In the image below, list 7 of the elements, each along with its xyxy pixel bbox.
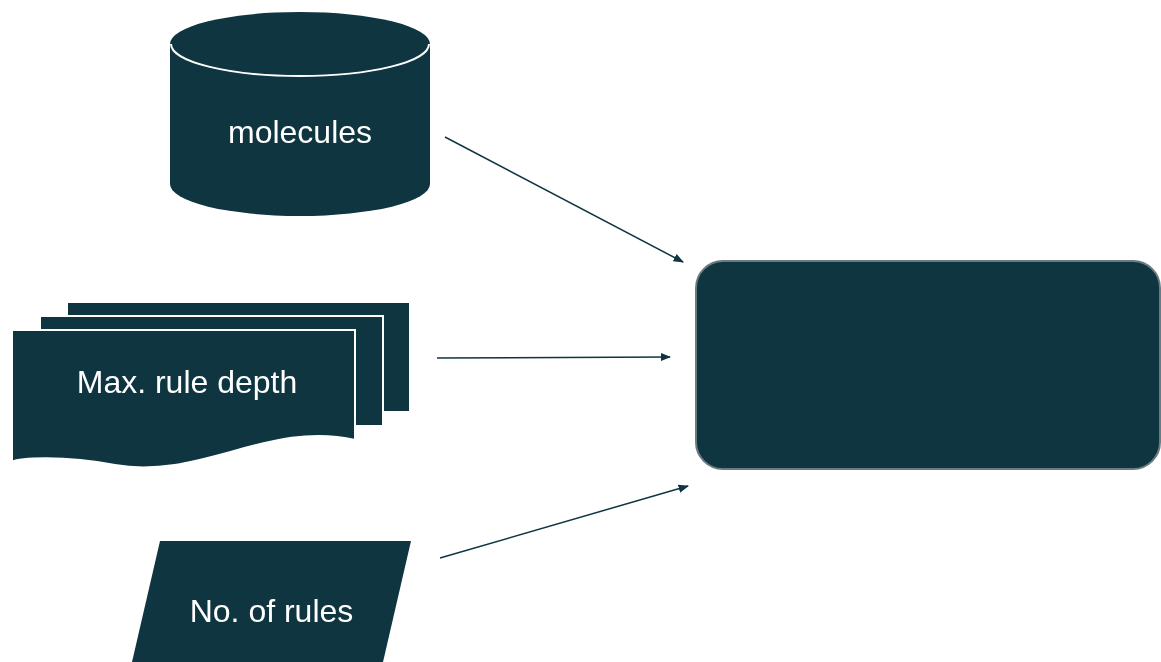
node-label: Max. rule depth (76, 364, 298, 400)
node-label: molecules (227, 114, 373, 150)
arrow (439, 484, 689, 559)
arrow (436, 352, 672, 362)
process-box (695, 260, 1161, 470)
arrow (444, 136, 684, 263)
node-label: No. of rules (189, 593, 354, 629)
